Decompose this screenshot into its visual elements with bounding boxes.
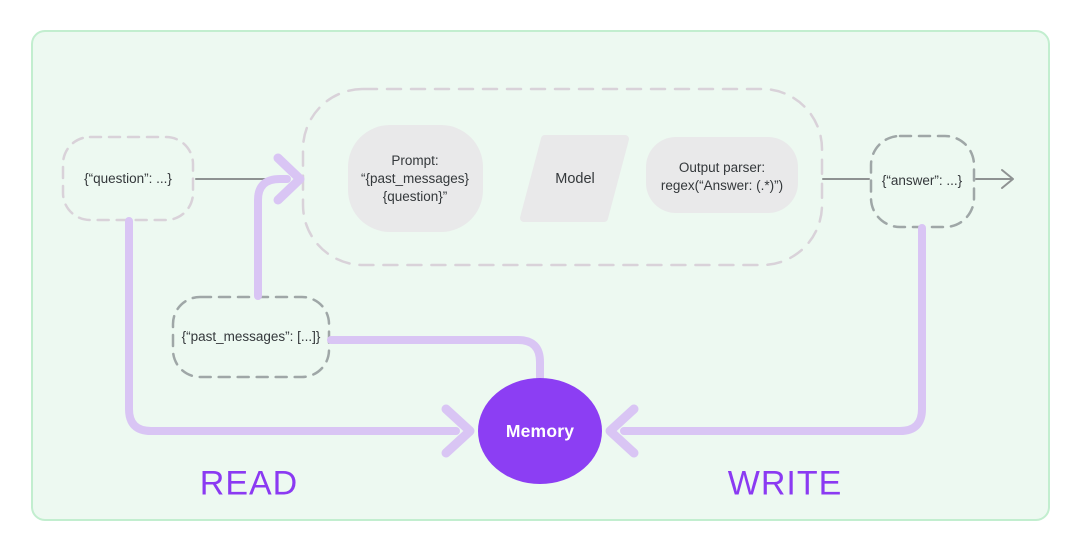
- output-parser-node-shape: [646, 137, 798, 213]
- write-flow-line: [620, 224, 926, 435]
- prompt-node-line: “{past_messages}: [360, 171, 470, 186]
- memory-node-label: Memory: [505, 421, 575, 441]
- read-flow-line: [125, 217, 460, 435]
- question-node-label: {“question”: ...}: [84, 171, 172, 186]
- output-parser-node-label: Output parser: regex(“Answer: (.*)”): [661, 159, 783, 195]
- output-parser-line: regex(“Answer: (.*)”): [660, 178, 784, 193]
- write-arrowhead: [605, 404, 639, 458]
- write-label: WRITE: [727, 464, 843, 503]
- model-node-shape: [520, 135, 629, 222]
- answer-node-label: {“answer”: ...}: [881, 173, 963, 188]
- prompt-node-line: Prompt:: [391, 153, 439, 168]
- read-arrowhead: [441, 404, 475, 458]
- read-label: READ: [199, 464, 299, 503]
- past-messages-to-chain-line: [254, 175, 291, 300]
- past-messages-node-label: {“past_messages”: [...]}: [181, 329, 321, 344]
- answer-output-arrowhead: [1001, 169, 1014, 189]
- past-messages-to-memory-line: [327, 336, 544, 394]
- output-parser-line: Output parser:: [678, 160, 766, 175]
- model-node-label: Model: [555, 171, 595, 187]
- prompt-node-line: {question}”: [382, 189, 448, 204]
- chain-input-arrowhead: [273, 153, 305, 205]
- memory-node-shape: [478, 378, 602, 484]
- prompt-node-label: Prompt: “{past_messages} {question}”: [361, 152, 469, 206]
- prompt-node-shape: [348, 125, 483, 232]
